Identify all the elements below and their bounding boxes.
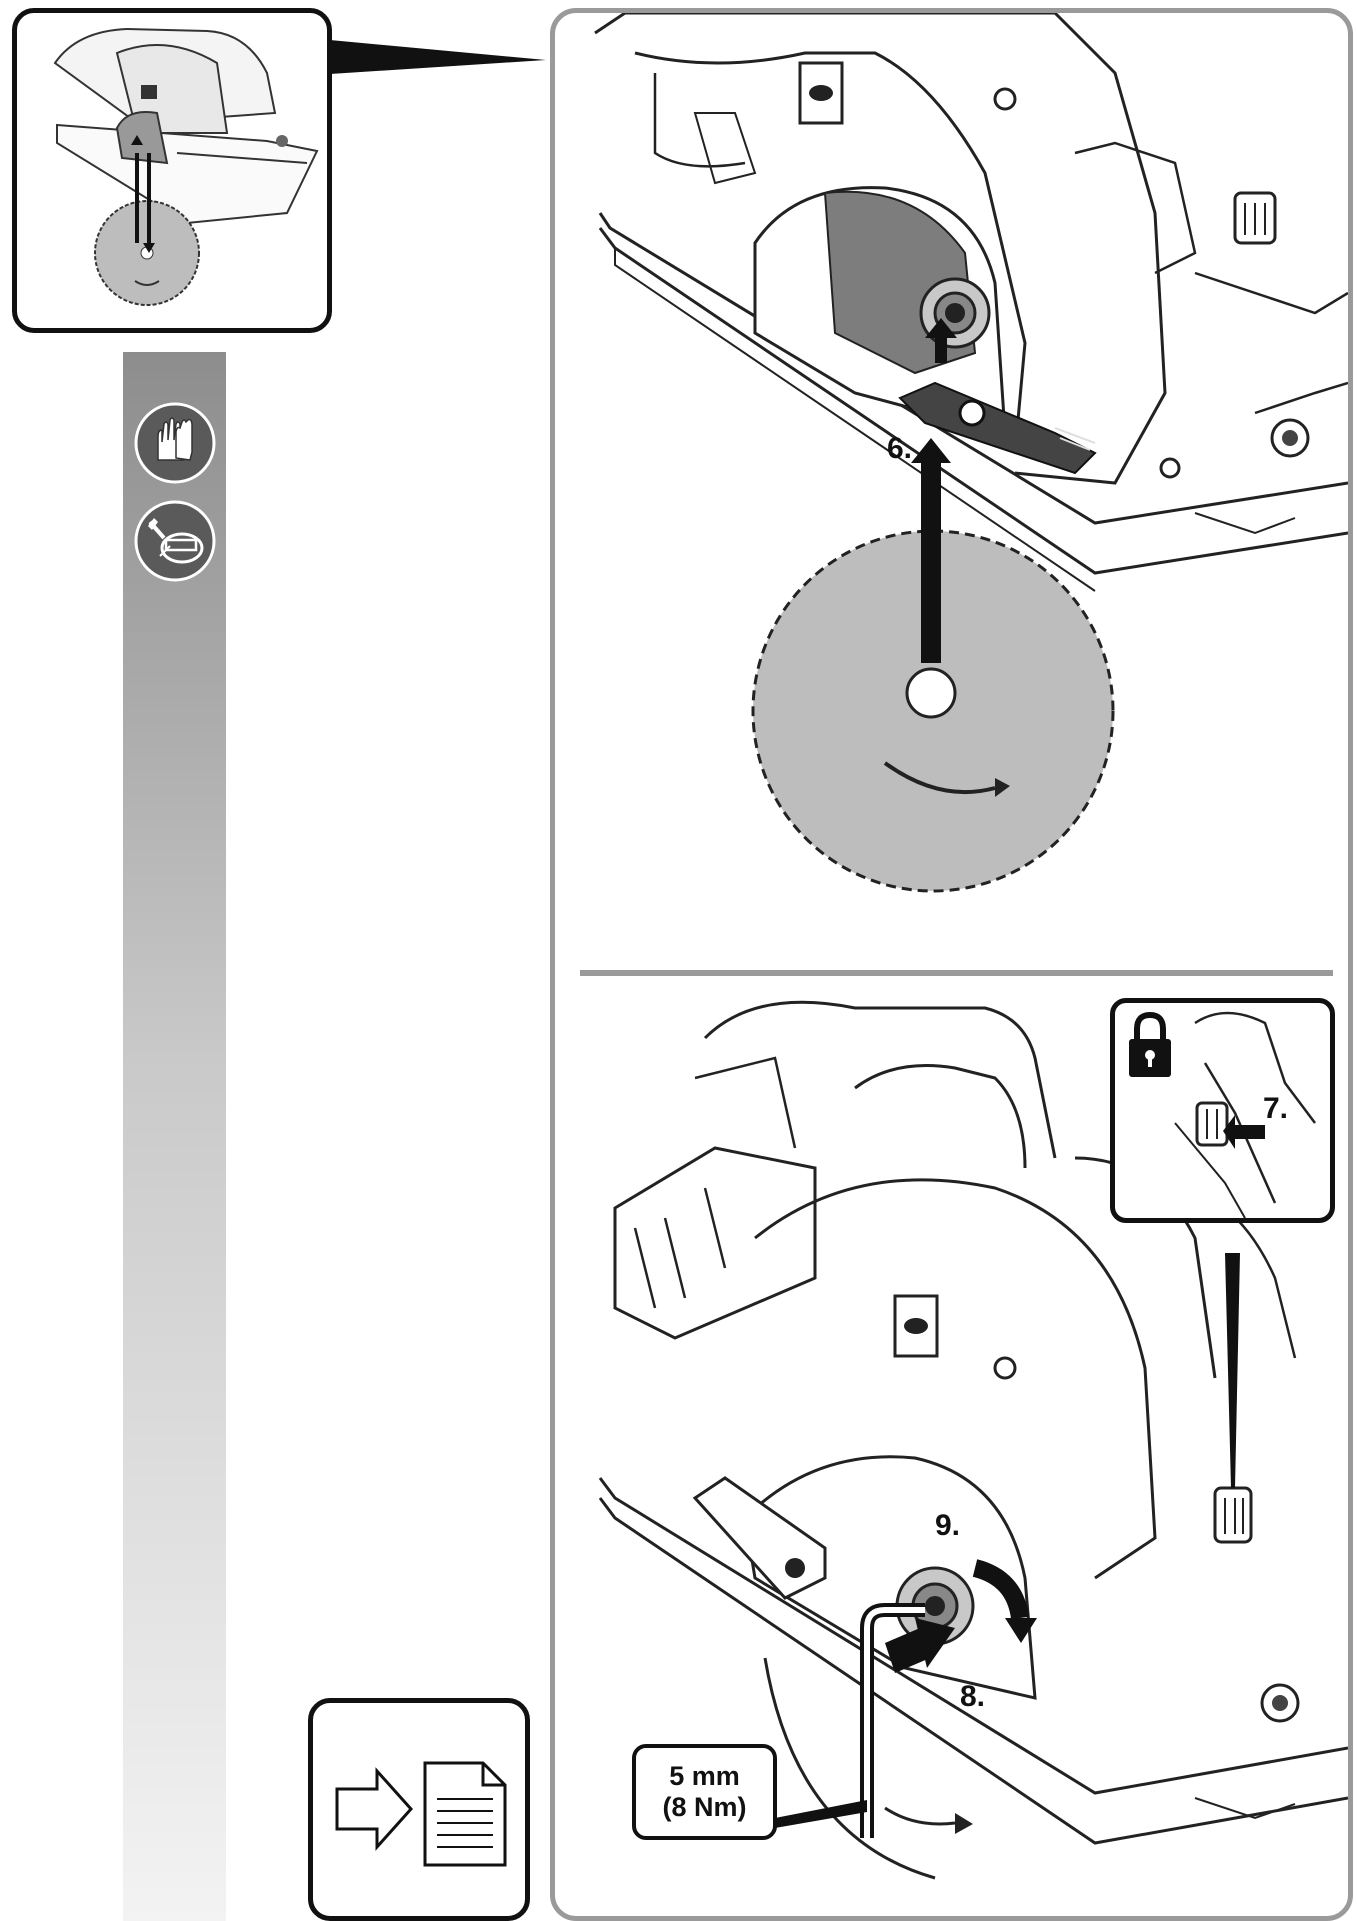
gloves-icon [134,402,216,484]
disconnect-battery-icon [134,500,216,582]
step-8-label: 8. [960,1680,985,1713]
step-7-label: 7. [1263,1092,1288,1125]
torque-text: (8 Nm) [662,1792,747,1822]
main-illustration-frame: 6. [550,8,1353,1921]
callout-pointer [330,40,550,80]
lower-panel-blade-tightening: 9. 8. [598,1000,1348,1880]
step-9-label: 9. [935,1509,960,1542]
see-document-icon [335,1761,507,1867]
overview-thumbnail [12,8,332,333]
lock-inset: 7. [1110,998,1335,1223]
saw-blade [751,529,1115,893]
step-6-label: 6. [887,432,912,465]
wrench-size-callout: 5 mm (8 Nm) [632,1744,777,1840]
wrench-size-text: 5 mm [669,1760,740,1791]
sidebar-gradient-bar [123,352,226,1921]
padlock-icon [1125,1011,1175,1081]
upper-panel-blade-insertion: 6. [594,13,1348,893]
see-document-box [308,1698,530,1921]
panel-divider [580,970,1333,976]
